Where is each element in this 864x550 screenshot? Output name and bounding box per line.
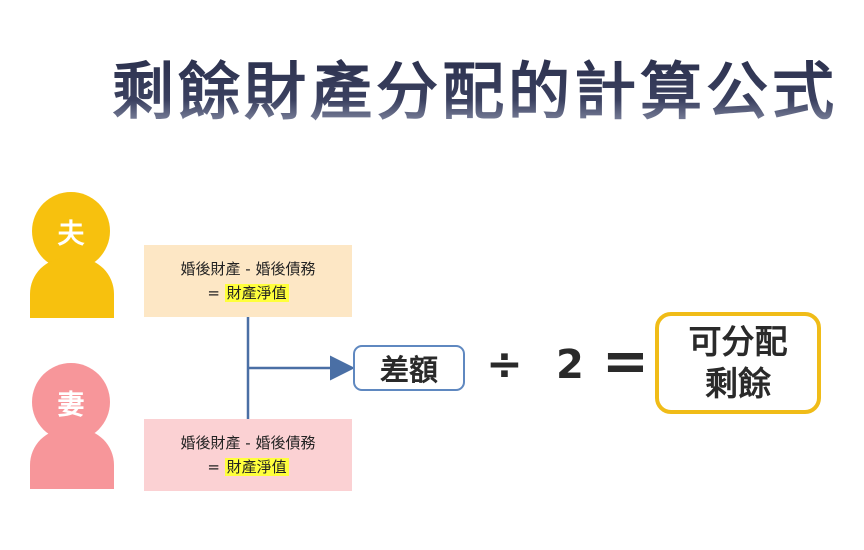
page-title: 剩餘財產分配的計算公式 xyxy=(0,52,864,132)
husband-equals: = xyxy=(207,284,220,302)
divide-symbol: ÷ xyxy=(486,339,523,390)
divisor-number: 2 xyxy=(556,342,584,388)
wife-net-worth: 財產淨值 xyxy=(224,458,289,476)
husband-net-line: = 財產淨值 xyxy=(207,281,289,305)
result-line-2: 剩餘 xyxy=(705,364,771,403)
husband-net-worth-box: 婚後財產 - 婚後債務 = 財產淨值 xyxy=(144,245,352,317)
wife-label: 妻 xyxy=(57,389,85,421)
wife-head: 妻 xyxy=(32,363,110,441)
wife-net-worth-box: 婚後財產 - 婚後債務 = 財產淨值 xyxy=(144,419,352,491)
wife-net-line: = 財產淨值 xyxy=(207,455,289,479)
wife-equals: = xyxy=(207,458,220,476)
husband-net-worth: 財產淨值 xyxy=(224,284,289,302)
difference-label: 差額 xyxy=(379,353,438,387)
distributable-remainder-box: 可分配 剩餘 xyxy=(655,312,821,414)
difference-box: 差額 xyxy=(353,345,465,391)
husband-body xyxy=(30,258,114,318)
equals-symbol: = xyxy=(602,329,649,394)
husband-head: 夫 xyxy=(32,192,110,270)
wife-body xyxy=(30,429,114,489)
husband-label: 夫 xyxy=(57,218,85,250)
wife-formula-line: 婚後財產 - 婚後債務 xyxy=(180,434,316,452)
result-line-1: 可分配 xyxy=(688,322,788,361)
husband-formula-line: 婚後財產 - 婚後債務 xyxy=(180,260,316,278)
